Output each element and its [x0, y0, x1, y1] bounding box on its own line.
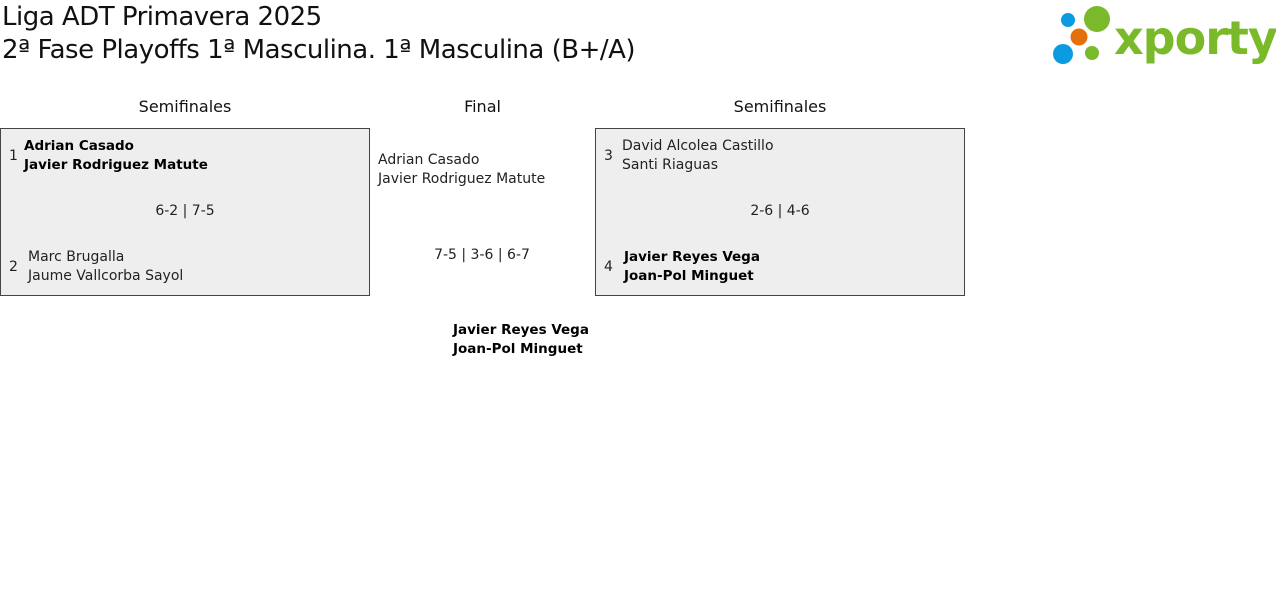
player-name: Santi Riaguas: [622, 157, 718, 173]
xporty-logo[interactable]: xporty: [1050, 4, 1279, 68]
column-header-semifinals-right: Semifinales: [733, 97, 827, 116]
semifinal-match-1[interactable]: 1 Adrian Casado Javier Rodriguez Matute …: [0, 128, 370, 296]
page-subtitle: 2ª Fase Playoffs 1ª Masculina. 1ª Mascul…: [2, 35, 636, 65]
final-team-2-winner: Javier Reyes Vega Joan-Pol Minguet: [453, 321, 589, 359]
player-name: David Alcolea Castillo: [622, 138, 774, 154]
match-score: 6-2 | 7-5: [155, 203, 215, 219]
team-winner: Javier Reyes Vega Joan-Pol Minguet: [624, 248, 760, 286]
team-winner: Adrian Casado Javier Rodriguez Matute: [24, 137, 208, 175]
player-name: Javier Rodriguez Matute: [378, 171, 546, 187]
player-name: Joan-Pol Minguet: [453, 341, 583, 357]
page-title: Liga ADT Primavera 2025: [2, 2, 322, 32]
final-team-1: Adrian Casado Javier Rodriguez Matute: [378, 151, 545, 189]
seed-number: 2: [9, 259, 18, 275]
semifinal-match-2[interactable]: 3 David Alcolea Castillo Santi Riaguas 2…: [595, 128, 965, 296]
final-match[interactable]: Adrian Casado Javier Rodriguez Matute 7-…: [378, 151, 589, 361]
team-loser: David Alcolea Castillo Santi Riaguas: [622, 137, 774, 175]
player-name: Jaume Vallcorba Sayol: [28, 268, 184, 284]
seed-number: 3: [604, 148, 613, 164]
final-score: 7-5 | 3-6 | 6-7: [434, 247, 530, 263]
player-name: Joan-Pol Minguet: [624, 268, 754, 284]
player-name: Javier Reyes Vega: [624, 249, 760, 265]
player-name: Adrian Casado: [24, 138, 134, 154]
player-name: Adrian Casado: [378, 152, 480, 168]
seed-number: 1: [9, 148, 18, 164]
match-score: 2-6 | 4-6: [750, 203, 810, 219]
player-name: Javier Reyes Vega: [453, 322, 589, 338]
player-name: Javier Rodriguez Matute: [24, 157, 208, 173]
xporty-logo-icon: xporty: [1053, 6, 1279, 65]
seed-number: 4: [604, 259, 613, 275]
team-loser: Marc Brugalla Jaume Vallcorba Sayol: [28, 248, 183, 286]
player-name: Marc Brugalla: [28, 249, 125, 265]
column-header-final: Final: [464, 97, 501, 116]
svg-text:xporty: xporty: [1114, 11, 1276, 65]
column-header-semifinals-left: Semifinales: [138, 97, 232, 116]
